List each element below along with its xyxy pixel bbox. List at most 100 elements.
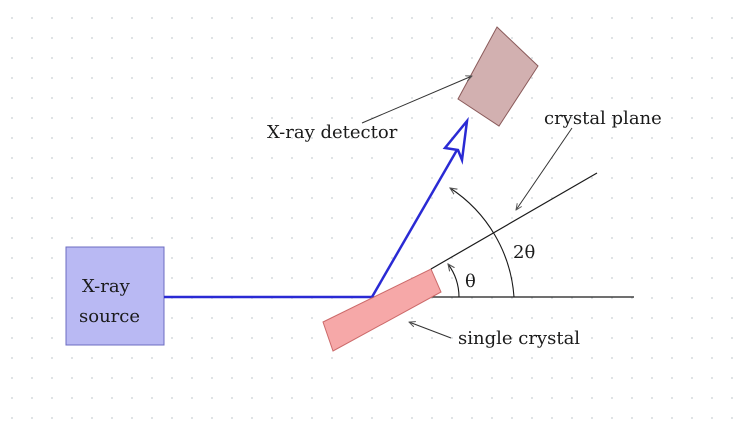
grid-dot — [611, 97, 613, 99]
grid-dot — [191, 17, 193, 19]
grid-dot — [711, 77, 713, 79]
grid-dot — [551, 277, 553, 279]
grid-dot — [331, 397, 333, 399]
grid-dot — [651, 257, 653, 259]
grid-dot — [451, 357, 453, 359]
grid-dot — [731, 177, 733, 179]
grid-dot — [611, 277, 613, 279]
grid-dot — [631, 77, 633, 79]
grid-dot — [671, 97, 673, 99]
grid-dot — [631, 277, 633, 279]
grid-dot — [491, 377, 493, 379]
grid-dot — [571, 257, 573, 259]
grid-dot — [271, 137, 273, 139]
grid-dot — [551, 17, 553, 19]
grid-dot — [391, 357, 393, 359]
grid-dot — [591, 177, 593, 179]
grid-dot — [651, 137, 653, 139]
grid-dot — [311, 317, 313, 319]
grid-dot — [251, 117, 253, 119]
grid-dot — [151, 217, 153, 219]
grid-dot — [651, 357, 653, 359]
grid-dot — [211, 257, 213, 259]
grid-dot — [51, 417, 53, 419]
grid-dot — [31, 57, 33, 59]
grid-dot — [571, 117, 573, 119]
grid-dot — [711, 117, 713, 119]
grid-dot — [31, 157, 33, 159]
grid-dot — [351, 277, 353, 279]
grid-dot — [531, 137, 533, 139]
grid-dot — [391, 37, 393, 39]
grid-dot — [351, 37, 353, 39]
grid-dot — [711, 317, 713, 319]
grid-dot — [451, 197, 453, 199]
grid-dot — [51, 257, 53, 259]
grid-dot — [531, 257, 533, 259]
grid-dot — [671, 377, 673, 379]
grid-dot — [111, 417, 113, 419]
diffracted-beam — [370, 142, 463, 298]
grid-dot — [631, 337, 633, 339]
grid-dot — [551, 337, 553, 339]
grid-dot — [431, 377, 433, 379]
grid-dot — [111, 77, 113, 79]
grid-dot — [131, 137, 133, 139]
grid-dot — [491, 197, 493, 199]
grid-dot — [691, 357, 693, 359]
grid-dot — [111, 237, 113, 239]
grid-dot — [631, 57, 633, 59]
grid-dot — [271, 197, 273, 199]
grid-dot — [311, 97, 313, 99]
grid-dot — [251, 197, 253, 199]
grid-dot — [251, 97, 253, 99]
grid-dot — [411, 137, 413, 139]
grid-dot — [11, 397, 13, 399]
grid-dot — [731, 137, 733, 139]
grid-dot — [411, 337, 413, 339]
grid-dot — [111, 157, 113, 159]
grid-dot — [91, 217, 93, 219]
grid-dot — [51, 357, 53, 359]
grid-dot — [451, 97, 453, 99]
single-crystal — [322, 268, 442, 352]
grid-dot — [131, 217, 133, 219]
diffracted-beam-arrowhead — [442, 116, 469, 165]
grid-dot — [531, 17, 533, 19]
grid-dot — [171, 337, 173, 339]
grid-dot — [231, 277, 233, 279]
crystal-plane-line — [430, 172, 598, 270]
grid-dot — [631, 17, 633, 19]
grid-dot — [171, 37, 173, 39]
grid-dot — [571, 337, 573, 339]
grid-dot — [591, 377, 593, 379]
grid-dot — [591, 157, 593, 159]
grid-dot — [491, 17, 493, 19]
grid-dot — [431, 417, 433, 419]
grid-dot — [151, 17, 153, 19]
grid-dot — [171, 277, 173, 279]
grid-dot — [611, 157, 613, 159]
grid-dot — [351, 197, 353, 199]
grid-dot — [191, 277, 193, 279]
grid-dot — [671, 217, 673, 219]
grid-dot — [231, 237, 233, 239]
grid-dot — [291, 157, 293, 159]
grid-dot — [191, 237, 193, 239]
grid-dot — [211, 177, 213, 179]
grid-dot — [651, 417, 653, 419]
grid-dot — [191, 417, 193, 419]
grid-dot — [611, 177, 613, 179]
grid-dot — [71, 237, 73, 239]
grid-dot — [131, 157, 133, 159]
grid-dot — [351, 217, 353, 219]
grid-dot — [691, 57, 693, 59]
grid-dot — [631, 317, 633, 319]
grid-dot — [231, 57, 233, 59]
grid-dot — [11, 237, 13, 239]
grid-dot — [271, 237, 273, 239]
grid-dot — [391, 137, 393, 139]
grid-dot — [111, 57, 113, 59]
grid-dot — [391, 117, 393, 119]
grid-dot — [291, 37, 293, 39]
